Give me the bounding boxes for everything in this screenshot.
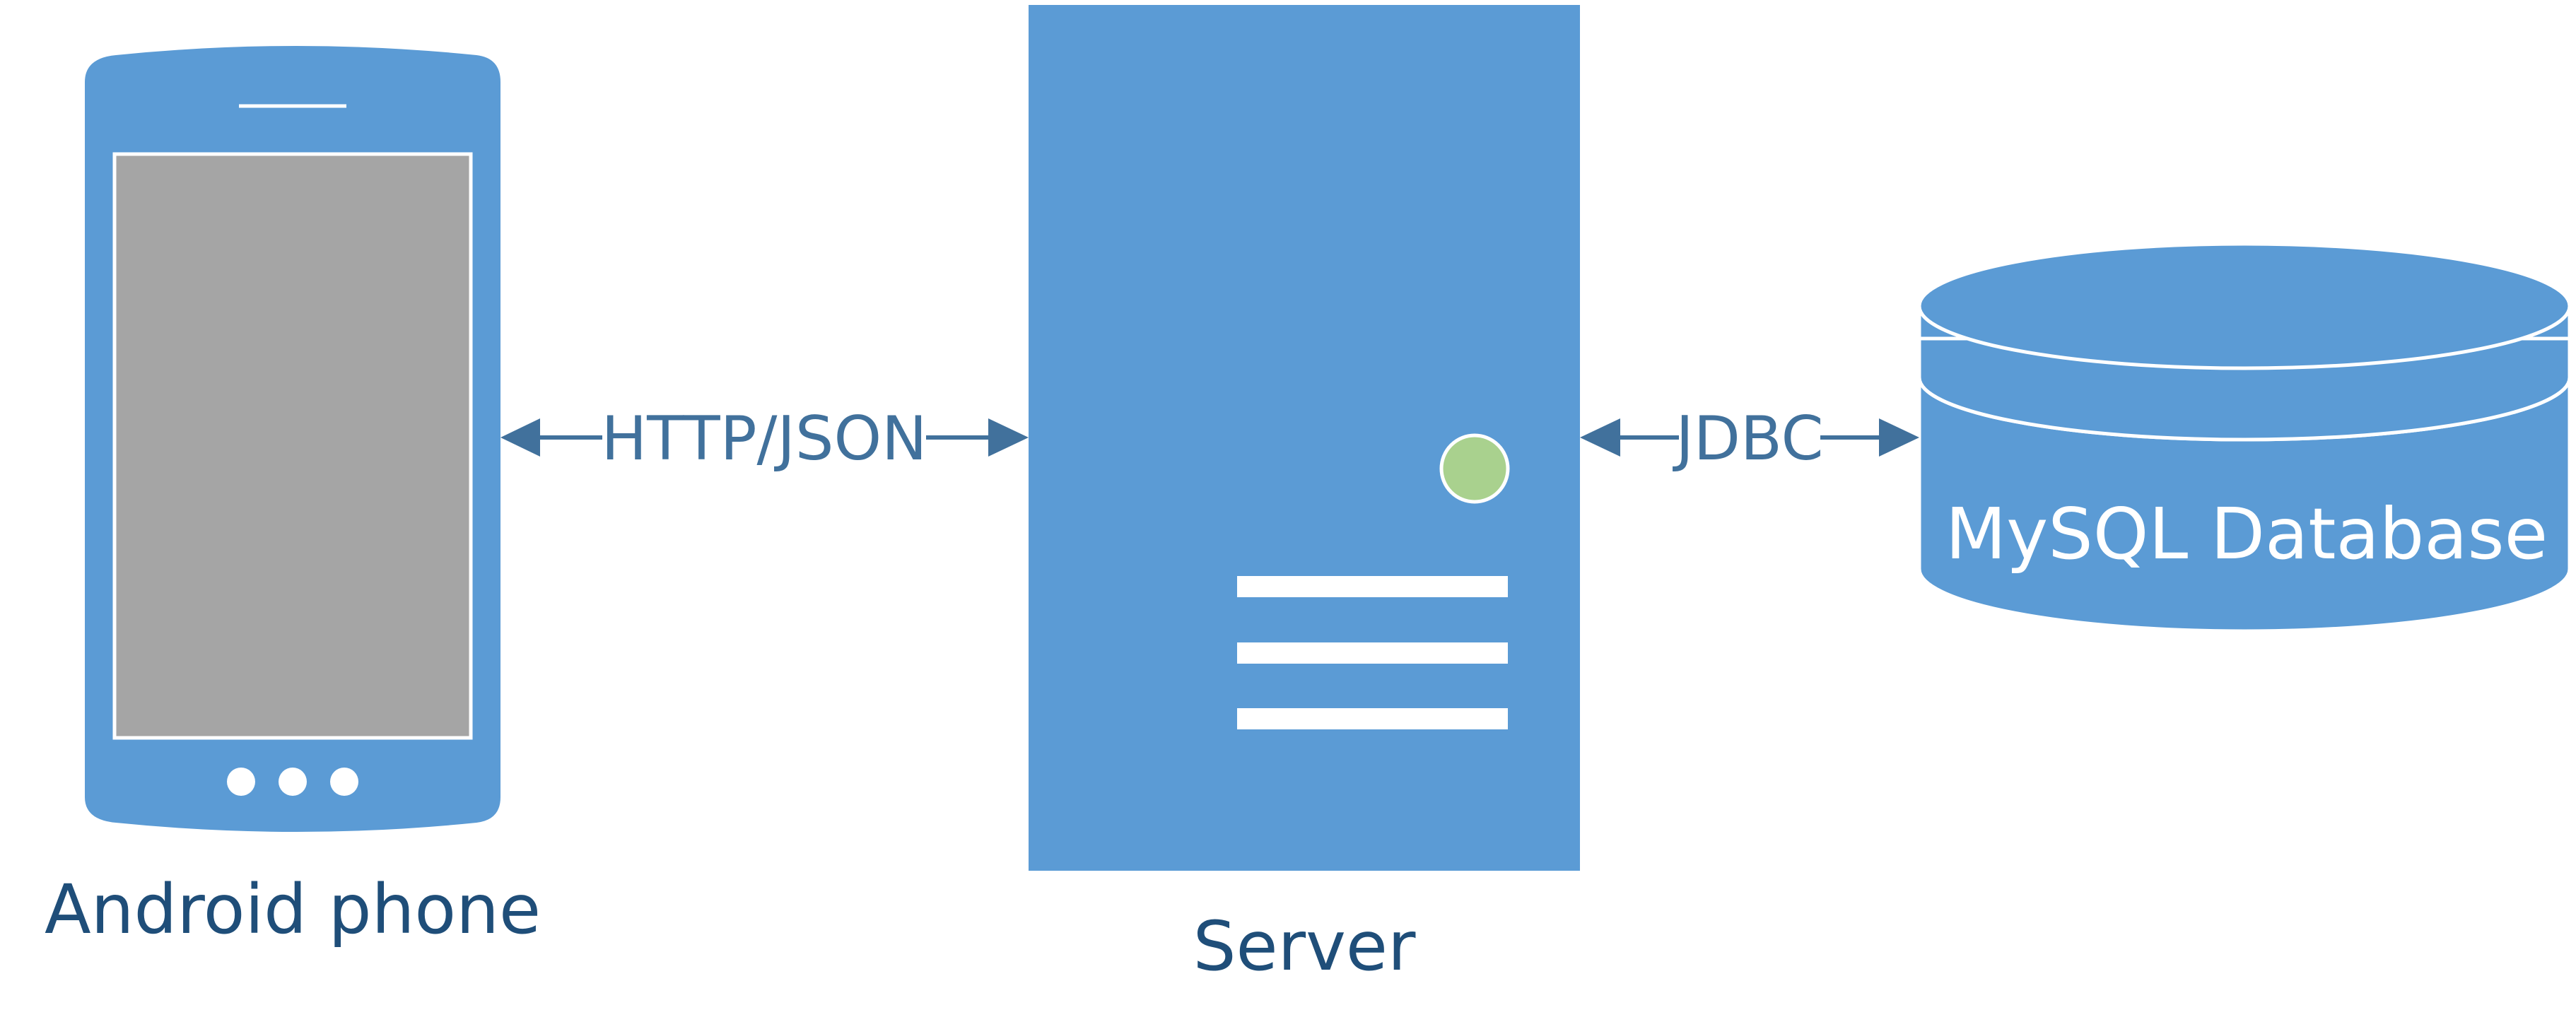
server-node: Server bbox=[1029, 5, 1580, 986]
edge-server-database: JDBC bbox=[1580, 404, 1919, 474]
phone-screen bbox=[112, 152, 473, 740]
phone-nav-dot-center bbox=[279, 768, 307, 796]
server-drive-slot-3 bbox=[1237, 708, 1508, 729]
arrowhead-right-icon bbox=[988, 418, 1029, 457]
arrowhead-left-icon bbox=[1580, 418, 1620, 457]
arrowhead-left-icon bbox=[500, 418, 540, 457]
phone-nav-dot-left bbox=[227, 768, 255, 796]
server-label: Server bbox=[1193, 907, 1416, 986]
edge-phone-server-label: HTTP/JSON bbox=[601, 404, 927, 474]
database-top-lid bbox=[1917, 242, 2572, 370]
arrowhead-right-icon bbox=[1879, 418, 1919, 457]
mysql-database-label: MySQL Database bbox=[1945, 493, 2548, 575]
server-body bbox=[1029, 5, 1580, 871]
database-middle-band bbox=[1917, 336, 2572, 442]
phone-nav-dot-right bbox=[330, 768, 358, 796]
server-drive-slot-1 bbox=[1237, 576, 1508, 597]
server-status-led bbox=[1439, 433, 1510, 504]
mysql-database-node: MySQL Database bbox=[1917, 242, 2572, 633]
android-phone-node: Android phone bbox=[45, 46, 541, 949]
android-phone-label: Android phone bbox=[45, 870, 541, 949]
edge-server-database-label: JDBC bbox=[1672, 404, 1823, 474]
server-drive-slot-2 bbox=[1237, 642, 1508, 664]
edge-phone-server: HTTP/JSON bbox=[500, 404, 1029, 474]
